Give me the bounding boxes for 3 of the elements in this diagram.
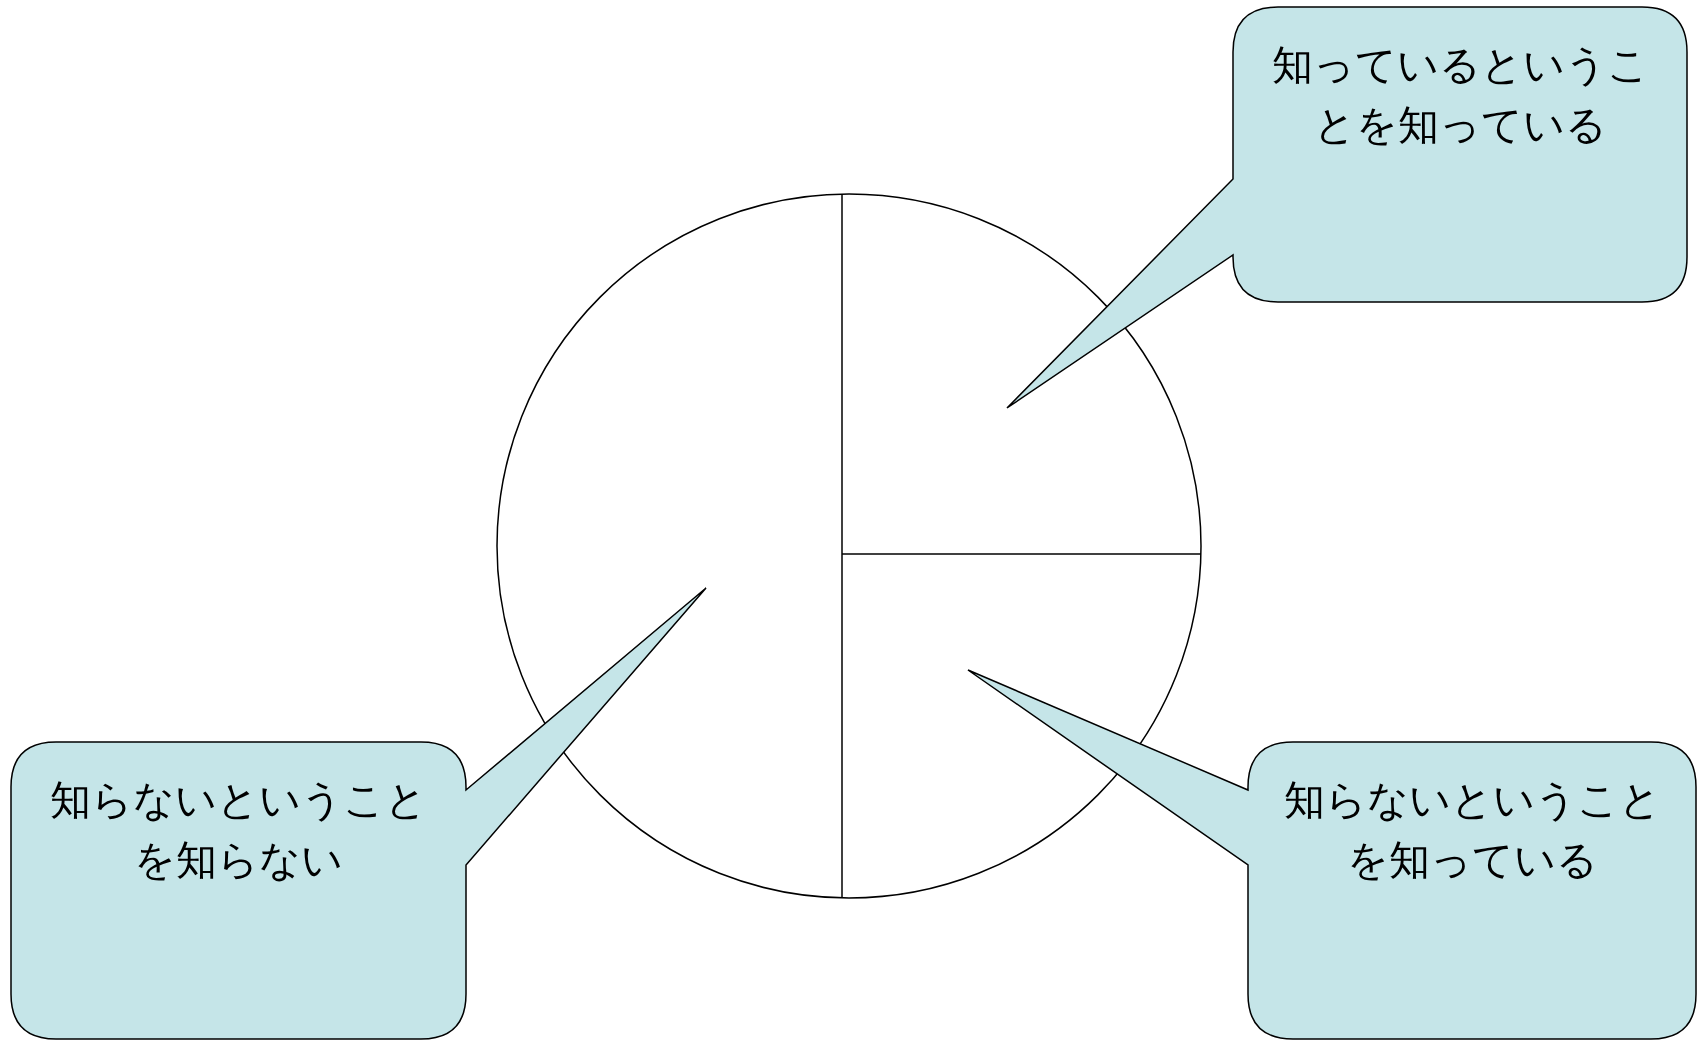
callout-text: 知らないということを知っている [1282, 775, 1662, 886]
callout-text: 知っているということを知っている [1270, 40, 1650, 151]
callout-text: 知らないということを知らない [49, 775, 428, 886]
